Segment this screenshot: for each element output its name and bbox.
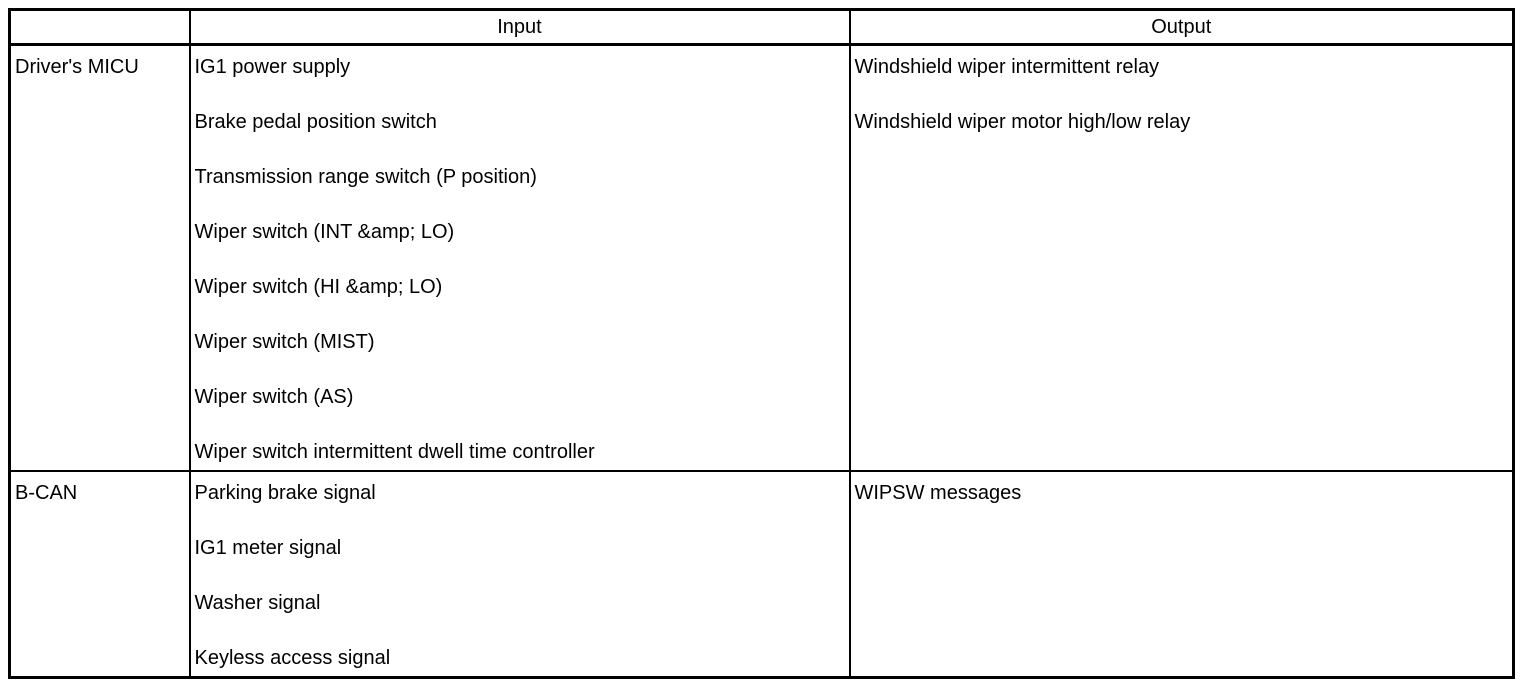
input-item: Keyless access signal [194,647,391,669]
input-item: Wiper switch (AS) [194,386,354,408]
input-output-table: Input Output Driver's MICU IG1 power sup… [8,8,1515,679]
source-label: B-CAN [15,482,78,504]
input-item: Wiper switch (MIST) [194,331,375,353]
header-corner-cell [8,8,191,46]
input-item: Wiper switch (INT &amp; LO) [194,221,455,243]
table-row-b-can: B-CAN Parking brake signal IG1 meter sig… [8,470,1515,679]
input-cell: IG1 power supply Brake pedal position sw… [188,43,851,472]
input-item: Transmission range switch (P position) [194,166,537,188]
header-row: Input Output [8,8,1515,46]
source-cell: Driver's MICU [8,43,191,472]
input-item: Parking brake signal [194,482,376,504]
source-cell: B-CAN [8,470,191,679]
header-input-cell: Input [188,8,851,46]
input-item: Brake pedal position switch [194,111,437,133]
output-cell: Windshield wiper intermittent relay Wind… [848,43,1515,472]
input-item: IG1 power supply [194,56,351,78]
input-item: Wiper switch (HI &amp; LO) [194,276,443,298]
input-cell: Parking brake signal IG1 meter signal Wa… [188,470,851,679]
input-item: IG1 meter signal [194,537,342,559]
output-item: Windshield wiper motor high/low relay [854,111,1191,133]
source-label: Driver's MICU [15,56,139,78]
output-cell: WIPSW messages [848,470,1515,679]
header-output-cell: Output [848,8,1515,46]
input-item: Wiper switch intermittent dwell time con… [194,441,595,463]
output-item: Windshield wiper intermittent relay [854,56,1160,78]
output-item: WIPSW messages [854,482,1022,504]
table-row-drivers-micu: Driver's MICU IG1 power supply Brake ped… [8,43,1515,472]
input-item: Washer signal [194,592,321,614]
